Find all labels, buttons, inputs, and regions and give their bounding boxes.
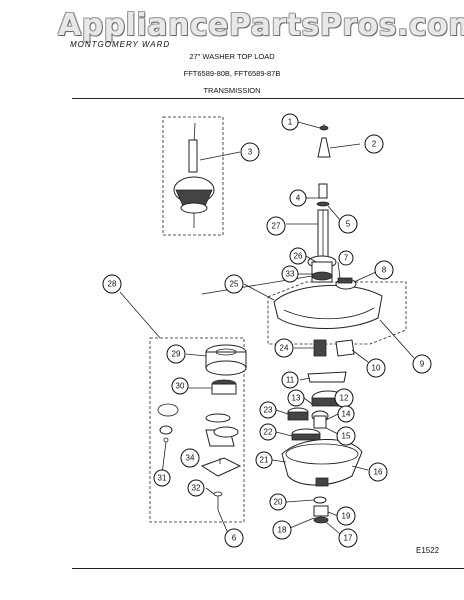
assembly-3-box <box>162 116 224 236</box>
header-section: TRANSMISSION <box>203 86 261 95</box>
header-rule <box>72 98 464 99</box>
callout-15: 15 <box>336 426 356 446</box>
callout-34: 34 <box>180 448 200 468</box>
svg-text:15: 15 <box>342 432 351 441</box>
svg-text:18: 18 <box>278 526 287 535</box>
footer-rule <box>72 568 464 569</box>
assembly-25-box <box>267 281 407 345</box>
svg-text:6: 6 <box>232 534 237 543</box>
svg-text:13: 13 <box>292 394 301 403</box>
callout-19: 19 <box>336 506 356 526</box>
svg-text:9: 9 <box>420 360 425 369</box>
bottom-seals <box>313 496 329 524</box>
svg-text:27: 27 <box>272 222 281 231</box>
kit-28-box <box>149 337 245 523</box>
watermark: AppliancePartsPros.com <box>58 8 464 43</box>
callout-29: 29 <box>166 344 186 364</box>
brand-label: MONTGOMERY WARD <box>70 40 171 49</box>
callout-23: 23 <box>259 401 277 419</box>
svg-text:21: 21 <box>260 456 269 465</box>
header-title: 27" WASHER TOP LOAD <box>189 52 275 61</box>
callout-7: 7 <box>338 250 354 266</box>
callout-27: 27 <box>266 216 286 236</box>
callout-4: 4 <box>289 189 307 207</box>
callout-12: 12 <box>334 388 354 408</box>
svg-text:10: 10 <box>372 364 381 373</box>
callout-16: 16 <box>368 462 388 482</box>
callout-17: 17 <box>338 528 358 548</box>
svg-text:4: 4 <box>296 194 301 203</box>
svg-text:19: 19 <box>342 512 351 521</box>
svg-text:32: 32 <box>192 484 201 493</box>
callout-32: 32 <box>187 479 205 497</box>
agitator-shaft <box>316 183 330 261</box>
callout-30: 30 <box>171 377 189 395</box>
callout-2: 2 <box>364 134 384 154</box>
svg-text:3: 3 <box>248 148 253 157</box>
svg-text:23: 23 <box>264 406 273 415</box>
callout-20: 20 <box>269 493 287 511</box>
diagram-code: E1522 <box>416 546 440 555</box>
svg-text:20: 20 <box>274 498 283 507</box>
svg-text:33: 33 <box>286 270 295 279</box>
callout-1: 1 <box>281 113 299 131</box>
svg-text:17: 17 <box>344 534 353 543</box>
callout-33: 33 <box>281 265 299 283</box>
svg-text:16: 16 <box>374 468 383 477</box>
seal-kit <box>157 344 247 510</box>
svg-text:24: 24 <box>280 344 289 353</box>
callout-21: 21 <box>255 451 273 469</box>
svg-text:25: 25 <box>230 280 239 289</box>
callout-6: 6 <box>224 528 244 548</box>
callout-5: 5 <box>338 214 358 234</box>
callout-18: 18 <box>272 520 292 540</box>
svg-text:11: 11 <box>286 376 295 385</box>
gear-case-cover <box>273 255 383 329</box>
svg-text:28: 28 <box>108 280 117 289</box>
callout-25: 25 <box>224 274 244 294</box>
callout-28: 28 <box>102 274 122 294</box>
callout-26: 26 <box>289 247 307 265</box>
callout-31: 31 <box>153 469 171 487</box>
svg-text:1: 1 <box>288 118 293 127</box>
dogs-top <box>317 124 331 158</box>
svg-text:2: 2 <box>372 140 377 149</box>
callout-8: 8 <box>374 260 394 280</box>
svg-text:8: 8 <box>382 266 387 275</box>
callout-10: 10 <box>366 358 386 378</box>
pinion-parts <box>307 339 355 383</box>
svg-text:29: 29 <box>172 350 181 359</box>
svg-text:30: 30 <box>176 382 185 391</box>
svg-text:12: 12 <box>340 394 349 403</box>
callout-14: 14 <box>337 405 355 423</box>
callout-9: 9 <box>412 354 432 374</box>
transmission-assembly <box>173 122 215 228</box>
callout-11: 11 <box>281 371 299 389</box>
svg-text:14: 14 <box>342 410 351 419</box>
svg-text:22: 22 <box>264 428 273 437</box>
callout-24: 24 <box>274 338 294 358</box>
gear-case <box>281 439 363 487</box>
callout-13: 13 <box>287 389 305 407</box>
svg-text:7: 7 <box>344 254 349 263</box>
header-models: FFT6589-80B, FFT6589-87B <box>183 69 281 78</box>
callout-22: 22 <box>259 423 277 441</box>
svg-text:34: 34 <box>186 454 195 463</box>
svg-text:26: 26 <box>294 252 303 261</box>
svg-text:31: 31 <box>158 474 167 483</box>
svg-text:5: 5 <box>346 220 351 229</box>
callout-3: 3 <box>240 142 260 162</box>
